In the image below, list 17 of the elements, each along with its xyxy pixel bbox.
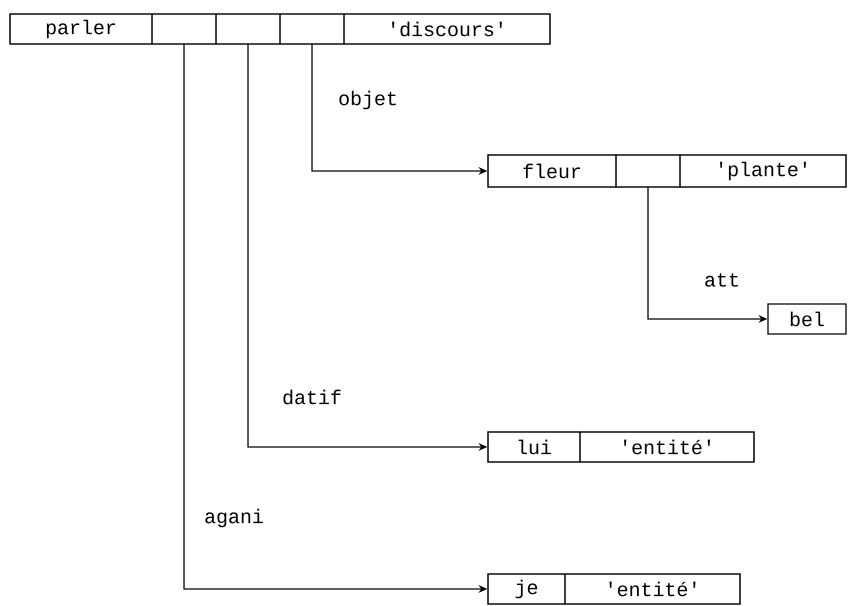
record-cell: 'entité' [579, 431, 755, 463]
record-cell: 'discours' [343, 13, 551, 45]
edge-label: agani [203, 508, 265, 528]
edge-label: datif [281, 388, 343, 406]
record-box: bel [767, 303, 847, 335]
record-cell: parler [9, 13, 153, 45]
record-cell [615, 154, 681, 188]
record-cell: 'plante' [679, 154, 847, 188]
record-cell [279, 13, 345, 45]
edge-label: objet [337, 90, 399, 110]
record-cell: lui [487, 431, 581, 463]
record-cell [215, 13, 281, 45]
record-cell: 'entité' [564, 573, 741, 605]
edge-label: att [703, 272, 741, 288]
record-cell: je [487, 573, 566, 605]
record-cell [151, 13, 217, 45]
record-cell: fleur [487, 154, 617, 188]
